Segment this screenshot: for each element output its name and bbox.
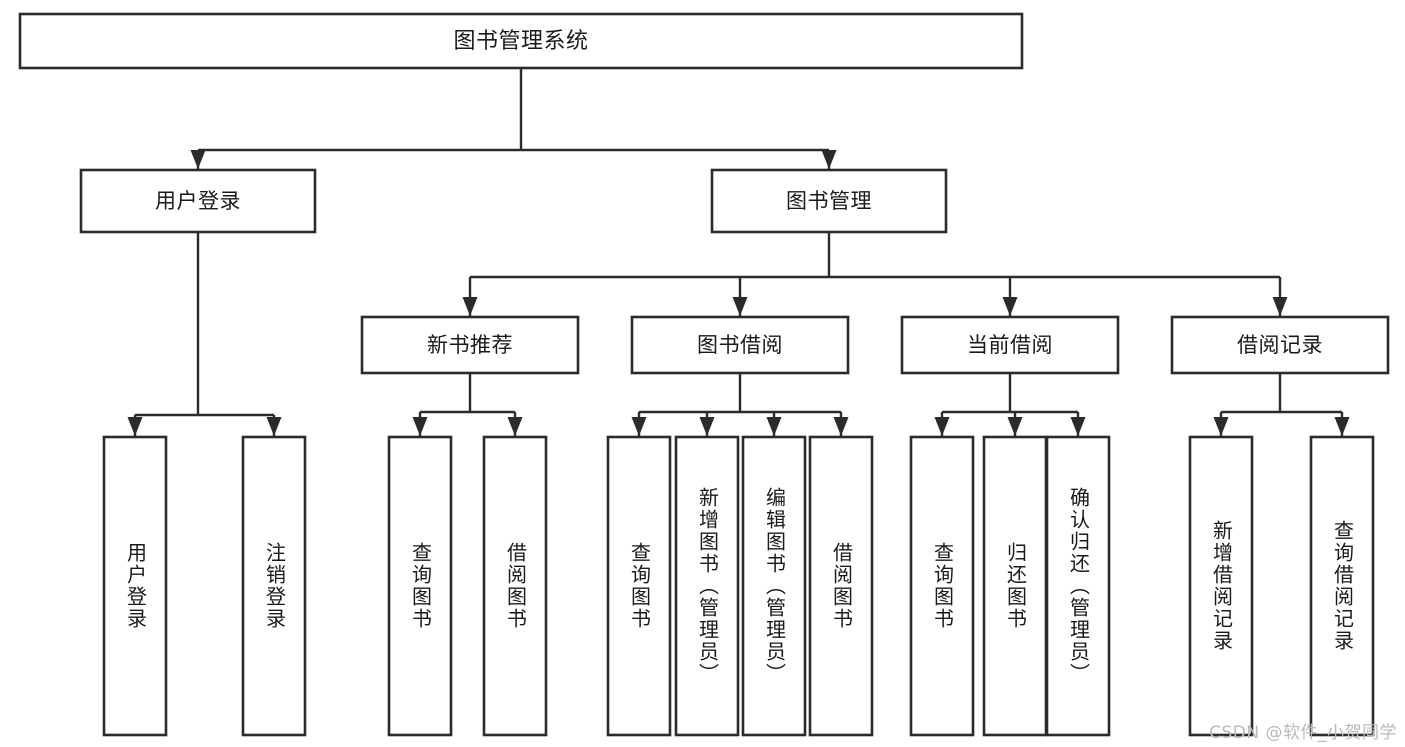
node-leaf-return-book[interactable] [982,435,1048,737]
node-leaf-user-login[interactable] [102,435,168,737]
arrow-head-icon [699,417,715,436]
node-label-new-book-recommend: 新书推荐 [427,333,513,357]
arrow-head-icon [1070,417,1086,436]
node-leaf-query-borrow-record[interactable] [1309,435,1375,737]
node-borrow-record[interactable] [1170,315,1390,375]
arrow-head-icon [127,417,143,436]
node-user-login[interactable] [79,168,317,234]
node-label-borrow-record: 借阅记录 [1237,333,1323,357]
arrow-head-icon [1334,417,1350,436]
arrow-head-icon [1002,297,1018,316]
node-label-book-borrow: 图书借阅 [697,333,783,357]
watermark-text: CSDN @软件_小贺同学 [1209,723,1397,743]
node-label-user-login: 用户登录 [155,189,241,213]
arrow-head-icon [1213,417,1229,436]
node-box-layer [18,12,1390,737]
node-root-root[interactable] [18,12,1024,70]
node-leaf-confirm-return[interactable] [1045,435,1111,737]
node-book-manage[interactable] [710,168,948,234]
node-leaf-add-borrow-record[interactable] [1188,435,1254,737]
arrow-head-icon [821,150,837,169]
node-leaf-query-book-current[interactable] [909,435,975,737]
arrow-head-icon [1272,297,1288,316]
connector-layer [127,68,1350,436]
node-leaf-add-book[interactable] [674,435,740,737]
arrow-head-icon [190,150,206,169]
arrow-head-icon [732,297,748,316]
arrow-head-icon [266,417,282,436]
node-leaf-borrow-book[interactable] [808,435,874,737]
node-book-borrow[interactable] [630,315,850,375]
node-new-book-recommend[interactable] [360,315,580,375]
arrow-head-icon [507,417,523,436]
arrow-head-icon [833,417,849,436]
arrow-head-icon [934,417,950,436]
node-label-current-borrow: 当前借阅 [967,333,1053,357]
node-leaf-borrow-book-rec[interactable] [482,435,548,737]
arrow-head-icon [1007,417,1023,436]
node-current-borrow[interactable] [900,315,1120,375]
arrow-head-icon [412,417,428,436]
node-leaf-query-book-rec[interactable] [387,435,453,737]
arrow-head-icon [462,297,478,316]
node-leaf-edit-book[interactable] [741,435,807,737]
arrow-head-icon [631,417,647,436]
arrow-head-icon [766,417,782,436]
node-leaf-logout-login[interactable] [241,435,307,737]
node-label-book-manage: 图书管理 [786,189,872,213]
node-label-root: 图书管理系统 [453,29,588,54]
node-leaf-query-book-borrow[interactable] [606,435,672,737]
